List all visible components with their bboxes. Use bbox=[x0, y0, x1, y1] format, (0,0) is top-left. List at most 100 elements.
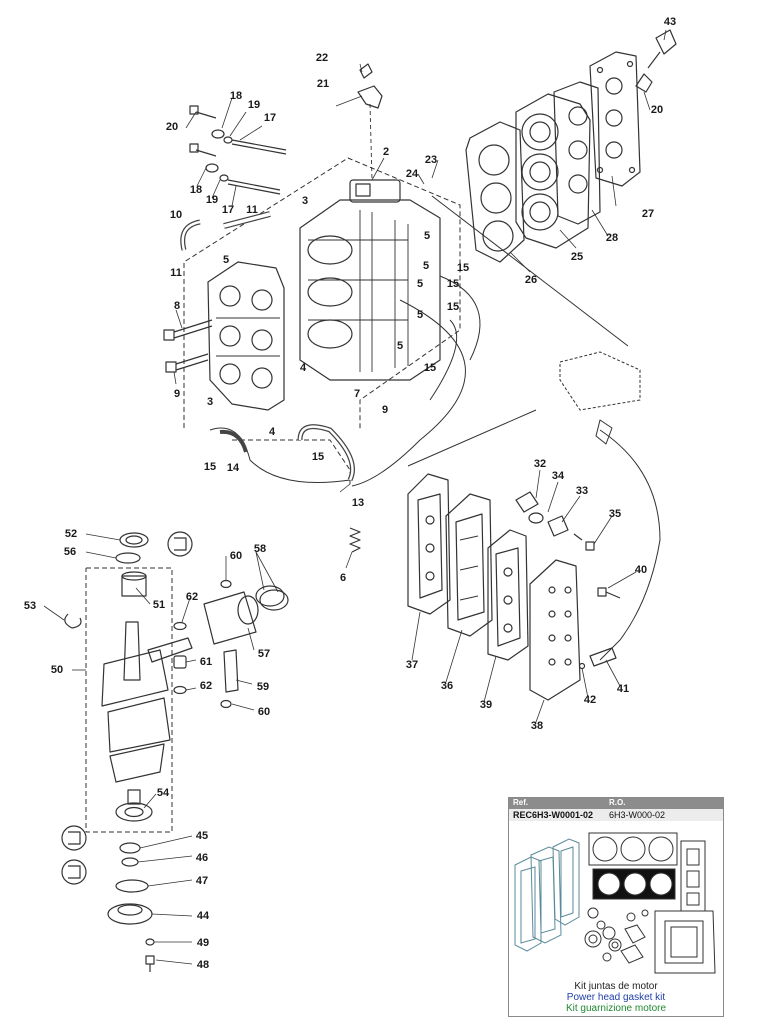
kit-header-ref: Ref. bbox=[513, 798, 529, 807]
callout-label: 3 bbox=[206, 396, 214, 408]
callout-label: 9 bbox=[381, 404, 389, 416]
kit-caption-it: Kit guarnizione motore bbox=[565, 1003, 667, 1014]
gasket-kit-illustration bbox=[514, 832, 716, 974]
kit-ref-value: REC6H3-W0001-02 bbox=[513, 810, 594, 820]
callout-label: 62 bbox=[199, 680, 213, 692]
kit-caption-es: Kit juntas de motor bbox=[574, 981, 658, 992]
callout-label: 20 bbox=[165, 121, 179, 133]
callout-label: 27 bbox=[641, 208, 655, 220]
thermostat-parts bbox=[515, 491, 621, 670]
callout-label: 5 bbox=[416, 278, 424, 290]
callout-label: 52 bbox=[64, 528, 78, 540]
callout-label: 49 bbox=[196, 937, 210, 949]
callout-label: 41 bbox=[616, 683, 630, 695]
callout-label: 25 bbox=[570, 251, 584, 263]
callout-label: 47 bbox=[195, 875, 209, 887]
callout-label: 42 bbox=[583, 694, 597, 706]
callout-label: 4 bbox=[268, 426, 276, 438]
callout-label: 15 bbox=[456, 262, 470, 274]
callout-label: 57 bbox=[257, 648, 271, 660]
callout-label: 46 bbox=[195, 852, 209, 864]
callout-label: 17 bbox=[221, 204, 235, 216]
thermostat-sender bbox=[635, 29, 677, 93]
callout-label: 56 bbox=[63, 546, 77, 558]
water-hoses bbox=[180, 211, 271, 251]
callout-label: 19 bbox=[205, 194, 219, 206]
seal-detail-icons bbox=[61, 531, 193, 885]
callout-label: 58 bbox=[253, 543, 267, 555]
callout-label: 11 bbox=[170, 267, 182, 279]
cylinder-block bbox=[299, 179, 441, 381]
callout-label: 32 bbox=[533, 458, 547, 470]
callout-label: 5 bbox=[222, 254, 230, 266]
callout-label: 59 bbox=[256, 681, 270, 693]
kit-values-row: REC6H3-W0001-02 6H3-W000-02 bbox=[509, 809, 723, 821]
exhaust-outer-cover-38 bbox=[529, 559, 581, 701]
crankcase bbox=[207, 261, 285, 411]
spring bbox=[349, 527, 361, 553]
lower-bearing-stack bbox=[107, 842, 155, 972]
callout-label: 51 bbox=[152, 599, 166, 611]
callout-label: 5 bbox=[422, 260, 430, 272]
callout-label: 23 bbox=[424, 154, 438, 166]
kit-ro-value: 6H3-W000-02 bbox=[609, 810, 666, 820]
gasket-kit-panel: Ref. R.O. REC6H3-W0001-02 6H3-W000-02 bbox=[508, 797, 724, 1017]
callout-label: 28 bbox=[605, 232, 619, 244]
callout-label: 11 bbox=[246, 204, 258, 216]
callout-label: 4 bbox=[299, 362, 307, 374]
callout-label: 22 bbox=[315, 52, 329, 64]
callout-label: 18 bbox=[189, 184, 203, 196]
callout-label: 33 bbox=[575, 485, 589, 497]
kit-header-ro: R.O. bbox=[609, 798, 626, 807]
callout-label: 15 bbox=[423, 362, 437, 374]
callout-label: 15 bbox=[311, 451, 325, 463]
callout-label: 26 bbox=[524, 274, 538, 286]
callout-label: 35 bbox=[608, 508, 622, 520]
callout-label: 5 bbox=[423, 230, 431, 242]
callout-label: 45 bbox=[195, 830, 209, 842]
callout-label: 18 bbox=[229, 90, 243, 102]
callout-label: 43 bbox=[663, 16, 677, 28]
callout-label: 60 bbox=[229, 550, 243, 562]
callout-label: 3 bbox=[301, 195, 309, 207]
callout-label: 9 bbox=[173, 388, 181, 400]
callout-label: 6 bbox=[339, 572, 347, 584]
callout-label: 62 bbox=[185, 591, 199, 603]
callout-label: 37 bbox=[405, 659, 419, 671]
callout-label: 19 bbox=[247, 99, 261, 111]
callout-label: 5 bbox=[396, 340, 404, 352]
callout-label: 21 bbox=[316, 78, 330, 90]
callout-label: 38 bbox=[530, 720, 544, 732]
callout-label: 13 bbox=[351, 497, 365, 509]
bolts-left bbox=[163, 319, 213, 373]
callout-label: 50 bbox=[50, 664, 64, 676]
crankshaft bbox=[64, 532, 193, 822]
bolts-upper-left bbox=[189, 63, 383, 195]
callout-label: 44 bbox=[196, 910, 210, 922]
callout-label: 53 bbox=[23, 600, 37, 612]
callout-label: 20 bbox=[650, 104, 664, 116]
callout-label: 40 bbox=[634, 564, 648, 576]
callout-label: 48 bbox=[196, 959, 210, 971]
crankcase-dashed-outline bbox=[85, 157, 461, 833]
callout-label: 15 bbox=[203, 461, 217, 473]
callout-label: 7 bbox=[353, 388, 361, 400]
callout-label: 15 bbox=[446, 301, 460, 313]
exhaust-inner-cover-36 bbox=[445, 493, 493, 637]
kit-header: Ref. R.O. bbox=[509, 798, 723, 809]
cylinder-head bbox=[515, 93, 591, 249]
leader-lines bbox=[43, 29, 667, 965]
callout-label: 15 bbox=[446, 278, 460, 290]
callout-label: 39 bbox=[479, 699, 493, 711]
bypass-hoses bbox=[209, 275, 481, 487]
exhaust-cover-gasket-37 bbox=[407, 473, 451, 615]
callout-label: 34 bbox=[551, 470, 565, 482]
callout-label: 5 bbox=[416, 309, 424, 321]
callout-label: 17 bbox=[263, 112, 277, 124]
callout-label: 24 bbox=[405, 168, 419, 180]
callout-label: 54 bbox=[156, 787, 170, 799]
head-cover-gasket bbox=[553, 81, 601, 225]
callout-label: 8 bbox=[173, 300, 181, 312]
callout-label: 61 bbox=[199, 656, 213, 668]
